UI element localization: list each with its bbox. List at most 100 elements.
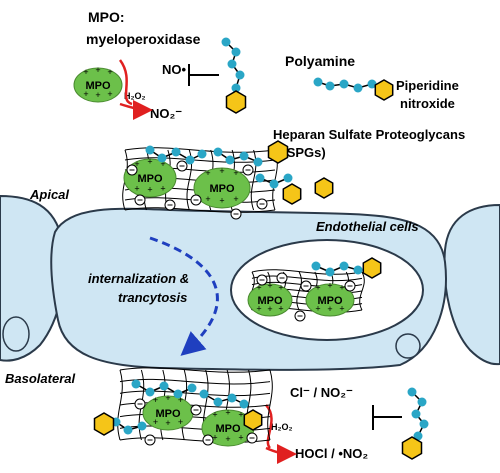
mesh-strand [119,367,271,373]
mpo-title: MPO: [88,9,125,25]
nitroxide-label: nitroxide [400,96,455,111]
mpo-vesicle-2: MPO++++++ [305,281,355,317]
plus-sign: + [327,304,332,314]
piperidine-vesicle [362,257,382,279]
polyamine-bead [131,379,141,389]
hocl-label: HOCl / •NO₂ [295,446,368,461]
plus-sign: + [153,395,158,405]
heparan-charge [294,310,306,322]
polyamine-apical-2 [213,147,263,167]
mpo-label: MPO [155,408,181,420]
mesh-strand [359,271,365,311]
plus-sign: + [219,166,224,176]
plus-sign: + [339,283,344,293]
mpo-subtitle: myeloperoxidase [86,31,201,47]
plus-sign: + [107,89,112,99]
internalization-label-1: internalization & [88,271,189,286]
piperidine-top-icon [225,90,247,114]
heparan-charge [256,198,268,210]
polyamine-bead [413,431,423,441]
polyamine-bead [411,409,421,419]
polyamine-top [221,37,245,93]
heparan-charge [300,280,312,292]
polyamine-bead [137,421,147,431]
polyamine-basolateral-1 [131,379,197,399]
polyamine-chain [315,265,359,273]
internalization-arrow [149,236,219,356]
molecule-layer: MPO++++++MPO++++++MPO++++++MPO++++++MPO+… [73,37,429,460]
plus-sign: + [147,157,152,167]
polyamine-bead [325,81,335,91]
polyamine-legend [313,77,377,93]
polyamine-bead [313,77,323,87]
piperidine-bottom-icon [401,436,423,460]
piperidine-legend-icon [374,79,394,101]
polyamine-apical-3 [255,173,293,189]
polyamine-bead [339,79,349,89]
heparan-charge [344,280,356,292]
mpo-label: MPO [257,295,283,307]
heparan-charge [126,164,138,176]
plus-sign: + [153,417,158,427]
plus-sign: + [256,283,261,293]
mesh-strand [267,369,273,441]
polyamine-bead [367,79,377,89]
polyamine-bead [253,157,263,167]
mesh-strand [296,271,302,311]
heparan-charge [276,272,288,284]
plus-sign: + [165,418,170,428]
plus-sign: + [147,185,152,195]
polyamine-bead [283,173,293,183]
mpo-top-molecule: MPO++++++ [73,65,123,103]
polyamine-bead [227,393,237,403]
plus-sign: + [134,183,139,193]
plus-sign: + [225,407,230,417]
plus-sign: + [267,304,272,314]
polyamine-bead [159,381,169,391]
hspg-label-line1: Heparan Sulfate Proteoglycans [273,127,465,142]
plus-sign: + [107,67,112,77]
mpo-ellipse [247,283,293,317]
mpo-label: MPO [85,80,111,92]
h2o2-top-label: H₂O₂ [124,91,146,101]
polyamine-bead [407,387,417,397]
polyamine-bead [269,179,279,189]
polyamine-bead [199,389,209,399]
plus-sign: + [95,90,100,100]
heparan-charge [256,274,268,286]
mesh-strand [124,147,276,153]
heparan-charge [202,434,214,446]
red-arrow-top [118,59,133,106]
polyamine-bead [123,425,133,435]
mpo-ellipse [193,167,251,209]
cl-no2-label: Cl⁻ / NO₂⁻ [290,385,353,400]
basolateral-label: Basolateral [5,371,75,386]
piperidine-basolateral-2 [243,409,263,431]
plus-sign: + [134,159,139,169]
piperidine-apical-2 [282,183,302,205]
plus-sign: + [315,283,320,293]
plus-sign: + [219,195,224,205]
polyamine-bead [197,149,207,159]
polyamine-bead [145,387,155,397]
no-radical-label: NO• [162,62,187,77]
plus-sign: + [233,194,238,204]
plus-sign: + [83,89,88,99]
plus-sign: + [212,433,217,443]
mpo-apical-1: MPO++++++ [123,157,177,198]
plus-sign: + [339,303,344,313]
mesh-strand [119,378,271,385]
plus-sign: + [267,281,272,291]
piperidine-label: Piperidine [396,78,459,93]
polyamine-bead [213,397,223,407]
plus-sign: + [160,183,165,193]
polyamine-bottom [407,387,429,441]
plus-sign: + [278,283,283,293]
plus-sign: + [178,417,183,427]
plus-sign: + [327,281,332,291]
plus-sign: + [278,303,283,313]
plus-sign: + [83,67,88,77]
piperidine-apical-3 [314,177,334,199]
heparan-charge [134,398,146,410]
